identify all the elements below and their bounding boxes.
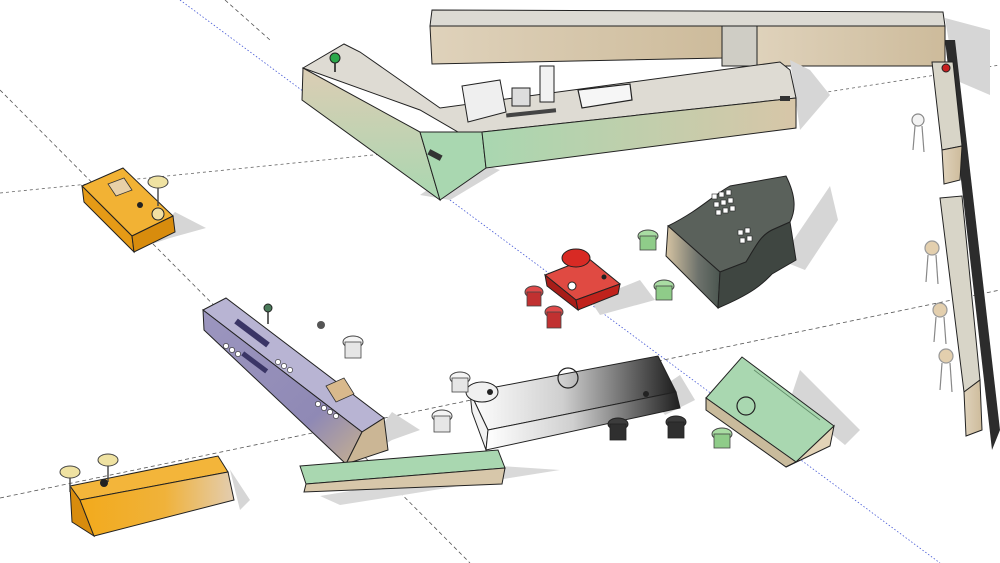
- lavender-island-counter[interactable]: [202, 297, 420, 465]
- gradient-bar-counter[interactable]: [465, 355, 695, 451]
- stool-white-1: [342, 335, 364, 359]
- l-counter-top: [301, 43, 797, 133]
- wall-shelf-front-1: [941, 145, 963, 185]
- orange-cart-knob: [137, 202, 143, 208]
- l-counter-device: [511, 87, 531, 107]
- lavender-island-box: [325, 377, 355, 403]
- stool-white-3: [431, 409, 453, 433]
- red-tap-icon: [941, 63, 951, 73]
- l-shaped-counter[interactable]: [301, 43, 830, 202]
- red-pedestal-drum: [561, 248, 591, 268]
- wall-counter-front: [429, 25, 723, 65]
- wall-shelf-front-2: [963, 379, 983, 437]
- orange-bench-stools: [59, 453, 119, 492]
- orange-cart-box: [107, 177, 133, 197]
- gradient-bar-plate: [465, 381, 499, 403]
- red-pedestal-knob: [601, 274, 607, 280]
- red-pedestal-shadow: [590, 280, 655, 315]
- stool-dark-2: [665, 415, 687, 439]
- orange-bench-counter[interactable]: [59, 453, 250, 538]
- lavender-island-end: [345, 417, 389, 465]
- orange-bench-shadow: [225, 462, 250, 510]
- lavender-island-slot: [234, 318, 270, 348]
- l-counter-handle-strip: [506, 108, 557, 118]
- wall-counter-connector: [721, 25, 758, 67]
- mint-table-front: [785, 424, 835, 468]
- bar-stool-4: [938, 348, 954, 364]
- long-wall-counter[interactable]: [429, 9, 990, 95]
- charcoal-counter-front: [717, 221, 797, 309]
- bar-stool-1: [911, 113, 925, 127]
- stool-green-2: [653, 279, 675, 301]
- charcoal-counter-burners: [711, 189, 753, 244]
- l-counter-appliance-box: [461, 79, 507, 123]
- orange-bench-side: [79, 471, 235, 537]
- lavender-island-burners: [223, 343, 339, 419]
- charcoal-curved-counter[interactable]: [665, 175, 838, 310]
- orange-cart-stool: [147, 175, 169, 206]
- lavender-island-tap-icon: [263, 303, 273, 324]
- l-counter-label-plate: [427, 149, 443, 161]
- mint-table-seam: [753, 369, 821, 421]
- red-pedestal-cup: [567, 281, 577, 291]
- mint-bench[interactable]: [299, 449, 560, 505]
- l-counter-side-right: [481, 97, 797, 169]
- dashed-axis-line-5: [224, 0, 271, 41]
- stool-green-1: [637, 229, 659, 251]
- lavender-island-slot-2: [241, 351, 269, 374]
- orange-cart-front: [131, 215, 176, 253]
- loose-stools: [317, 229, 733, 449]
- wall-shelf-counter[interactable]: [911, 40, 1000, 450]
- l-counter-shadow: [470, 60, 830, 160]
- mint-table[interactable]: [705, 356, 860, 468]
- gradient-bar-dot: [643, 391, 649, 397]
- orange-cart-counter[interactable]: [81, 167, 206, 254]
- l-counter-sink: [577, 83, 633, 109]
- bar-stool-2: [924, 240, 940, 256]
- stool-dark-1: [607, 417, 629, 441]
- red-pedestal-front: [575, 283, 621, 311]
- l-counter-label-plate-2: [780, 96, 790, 101]
- wall-counter-top: [429, 9, 946, 27]
- mint-bench-edge: [303, 467, 506, 493]
- dashed-axis-line-3: [0, 289, 1000, 499]
- red-pedestal[interactable]: [524, 248, 655, 329]
- bar-stool-3: [932, 302, 948, 318]
- orange-cart-plate: [151, 207, 165, 221]
- stool-green-3: [711, 427, 733, 449]
- red-stools: [524, 285, 564, 329]
- wall-counter-front-right: [756, 25, 946, 67]
- gradient-bar-disc: [557, 367, 579, 389]
- stool-small-1: [317, 321, 325, 329]
- bar-stools: [911, 113, 954, 393]
- l-counter-tower: [539, 65, 555, 103]
- stool-white-2: [449, 371, 471, 393]
- mint-table-shadow: [790, 370, 860, 445]
- gradient-bar-side: [485, 391, 681, 451]
- green-tap-icon: [329, 52, 341, 72]
- mint-table-plate: [736, 396, 756, 416]
